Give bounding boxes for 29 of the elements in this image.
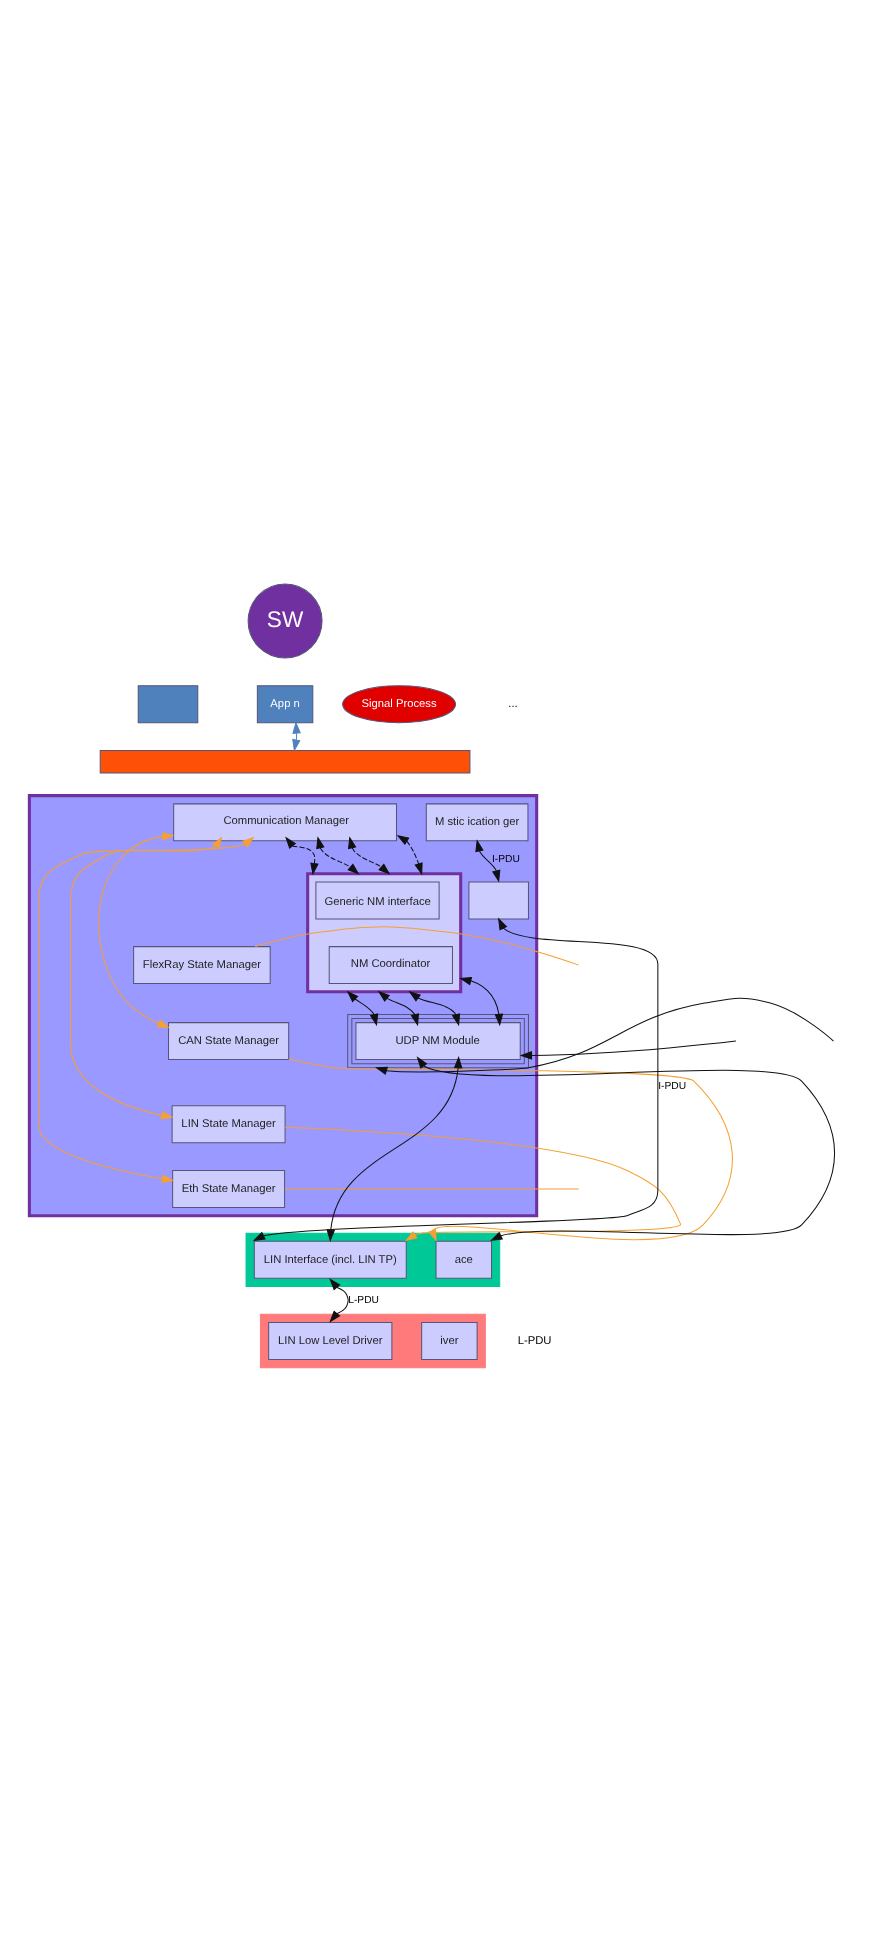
arrow [284,1125,682,1241]
arrow [375,996,834,1075]
arrow [396,833,423,875]
arrow [346,989,379,1026]
arrow [288,1057,733,1241]
cluster [27,793,539,1217]
arrow [38,835,255,1183]
arrow [475,838,501,882]
connector [284,1187,580,1189]
arrow [69,835,223,1119]
arrow [285,835,319,875]
arrow [519,1039,737,1059]
arrow [416,1055,836,1240]
arrow [408,989,461,1026]
arrow [252,916,659,1241]
cluster [259,1312,486,1368]
node-box [137,684,199,723]
node-box [468,880,529,919]
cluster [306,871,463,993]
node-circle: SW [247,582,323,658]
connector [254,925,580,965]
arrow [348,835,391,874]
arrow [316,835,360,874]
arrow [459,975,504,1026]
node-bar [99,748,471,773]
arrow [326,1055,463,1241]
arrow [98,831,175,1028]
arrow [377,989,420,1026]
arrow [329,1277,349,1322]
